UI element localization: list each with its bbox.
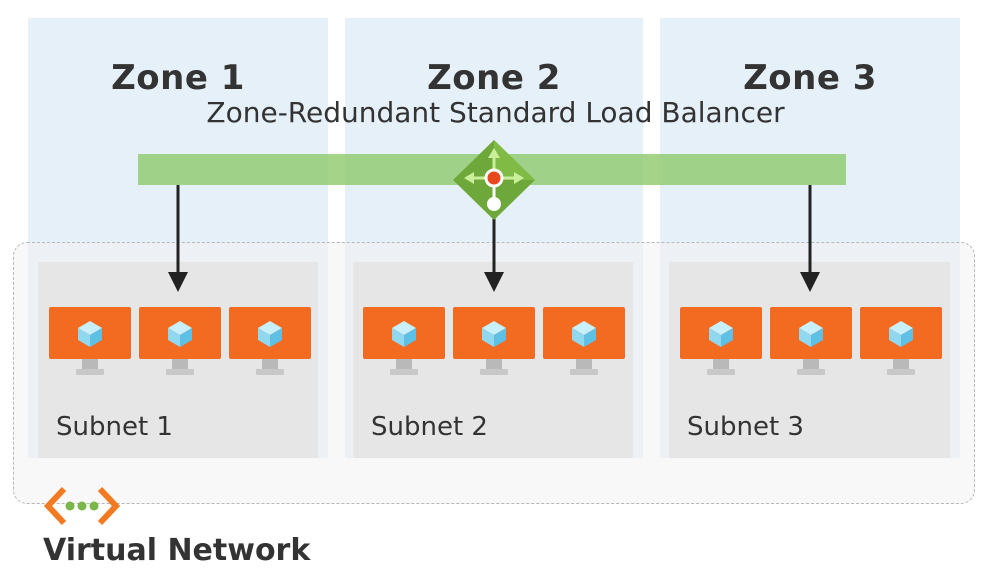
subnet-1-panel: Subnet 1	[38, 262, 318, 458]
vm-icon	[543, 307, 625, 375]
subnet-2-label: Subnet 2	[371, 412, 488, 442]
vm-icon	[770, 307, 852, 375]
zone-3-title: Zone 3	[743, 58, 877, 98]
zone-1-title: Zone 1	[111, 58, 245, 98]
vm-icon	[363, 307, 445, 375]
arrow-to-subnet-1	[168, 185, 188, 292]
vm-icon	[453, 307, 535, 375]
vm-icon	[680, 307, 762, 375]
vm-icon	[229, 307, 311, 375]
arrow-to-subnet-3	[800, 185, 820, 292]
load-balancer-title: Zone-Redundant Standard Load Balancer	[206, 96, 785, 129]
virtual-network-label: Virtual Network	[43, 533, 311, 568]
vm-icon	[860, 307, 942, 375]
virtual-network-icon	[44, 486, 120, 526]
subnet-3-panel: Subnet 3	[669, 262, 950, 458]
vm-icon	[139, 307, 221, 375]
zone-2-title: Zone 2	[427, 58, 561, 98]
vm-icon	[49, 307, 131, 375]
load-balancer-icon	[453, 140, 535, 220]
subnet-1-label: Subnet 1	[56, 412, 173, 442]
subnet-3-label: Subnet 3	[687, 412, 804, 442]
subnet-2-panel: Subnet 2	[353, 262, 633, 458]
